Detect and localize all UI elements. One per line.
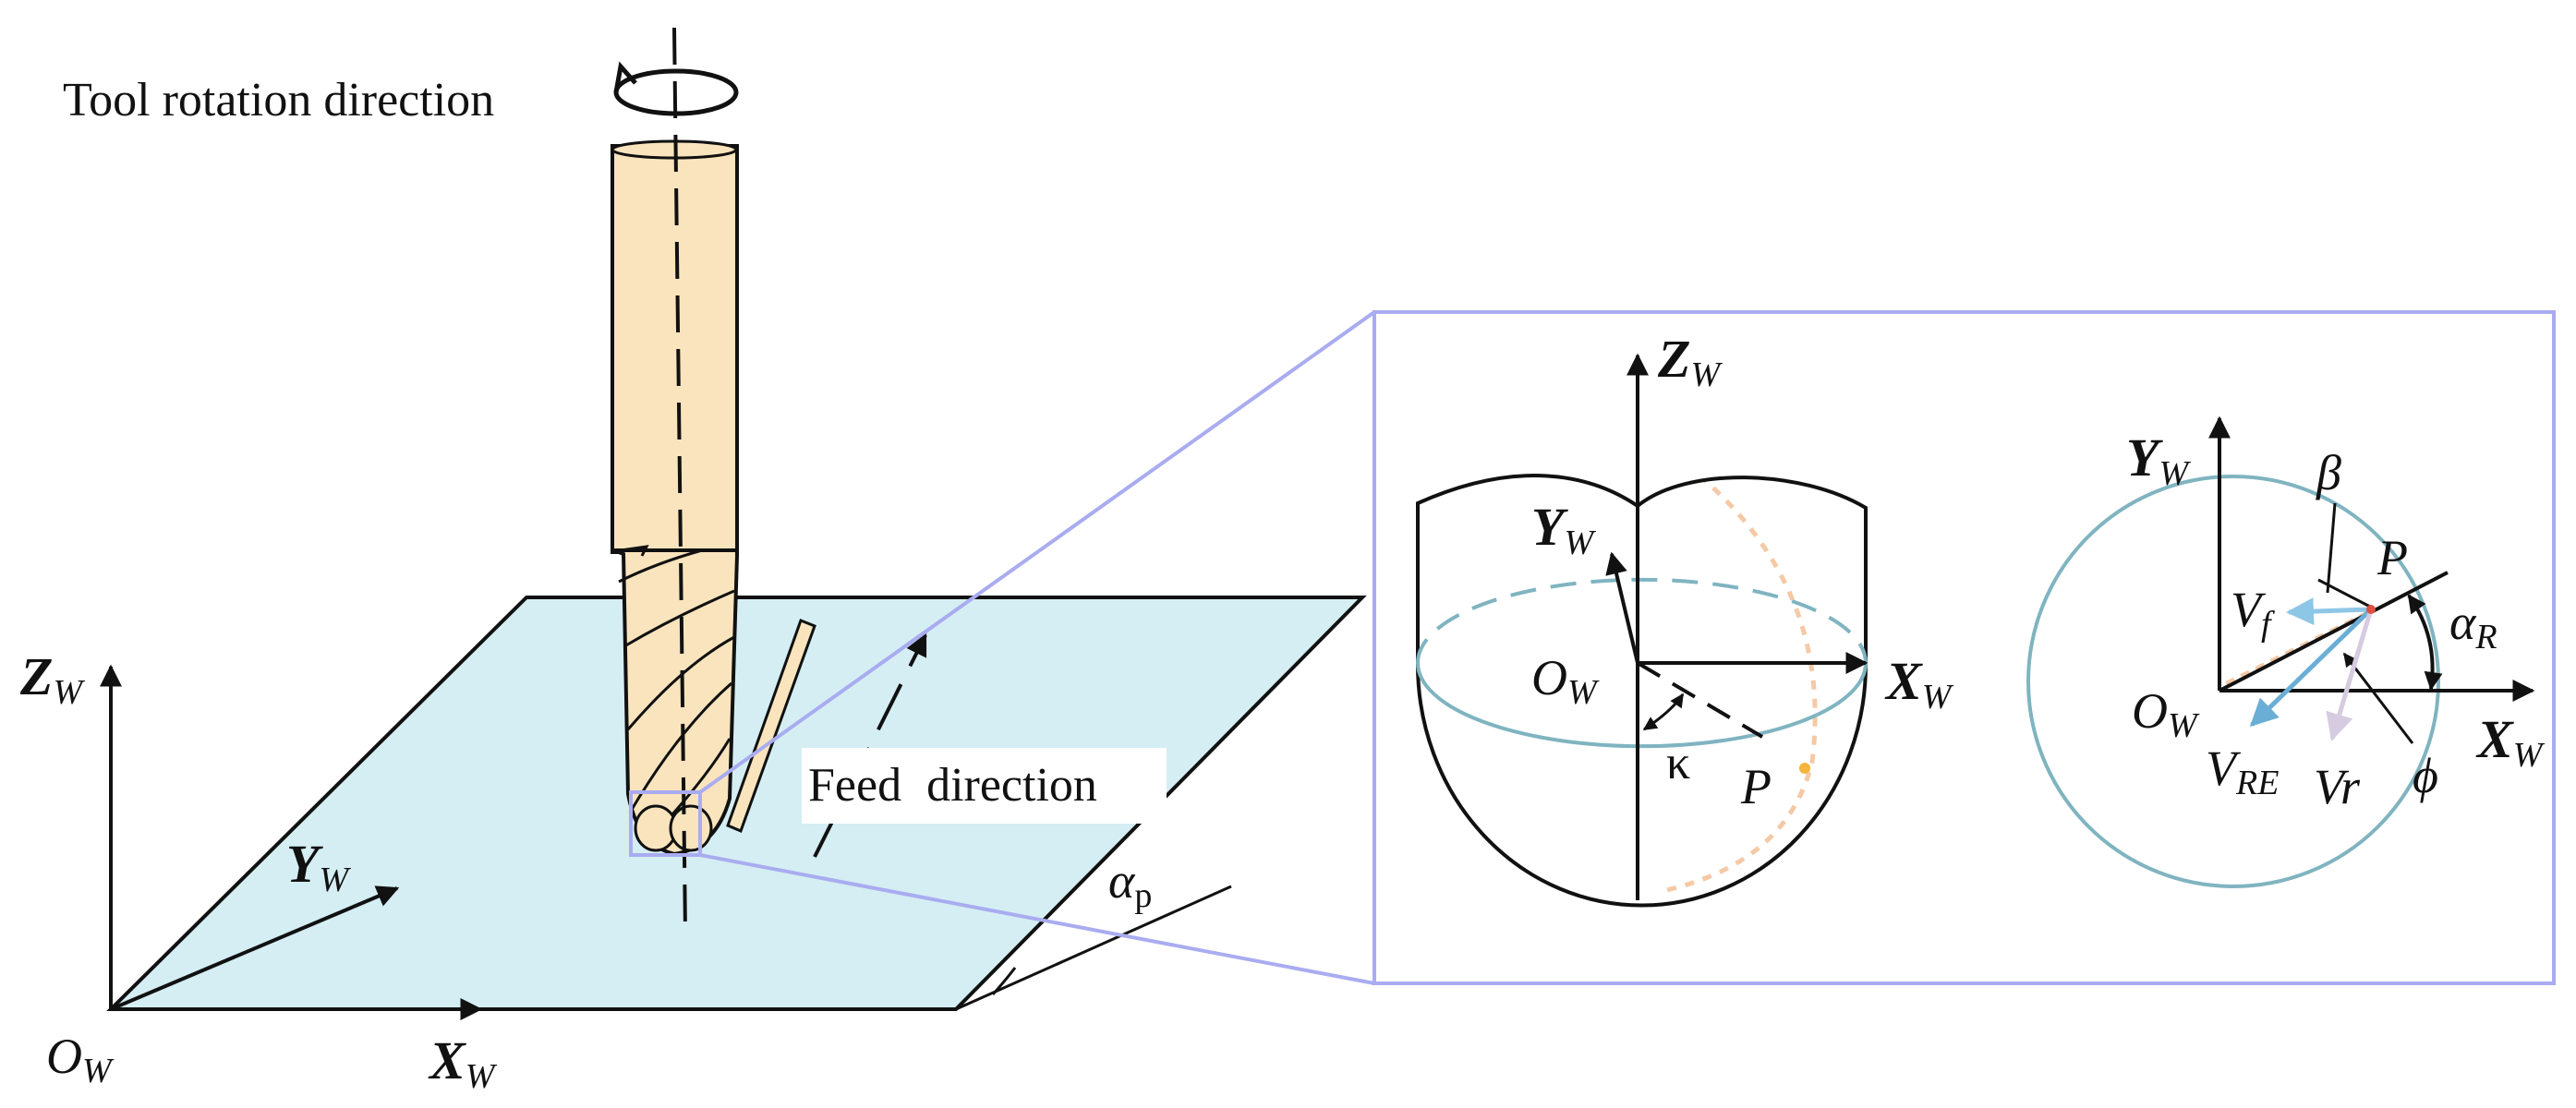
vf-vector [2286, 597, 2372, 626]
vr-vector [2326, 608, 2374, 741]
velocity-view: YW XW OW β P αR Vf VRE Vr ϕ [2026, 416, 2546, 888]
vel-x-label: XW [2475, 709, 2546, 775]
ball-equator-back [1416, 577, 1868, 664]
tool-axis [672, 27, 687, 933]
ball-z-label: ZW [1657, 329, 1723, 394]
beta-label: β [2316, 445, 2341, 500]
z-main-label: ZW [19, 646, 85, 712]
ball-outline [1416, 474, 1868, 908]
y-axis-main [110, 885, 400, 1011]
zoom-line-upper [698, 310, 1376, 794]
x-main-label: XW [428, 1030, 498, 1096]
zoom-line-lower [699, 853, 1375, 985]
vre-label: VRE [2206, 741, 2279, 802]
vr-label: Vr [2314, 759, 2361, 814]
kappa-arc [1642, 692, 1685, 731]
tool-tip-ellipse-2 [669, 804, 713, 852]
ball-projection-line [1636, 661, 1764, 739]
vel-radial-line [2219, 571, 2449, 692]
vel-origin-label: OW [2132, 683, 2200, 745]
vel-y-label: YW [2126, 428, 2191, 493]
zoom-frame [1373, 310, 2556, 985]
alpha-p-label: αp [1108, 853, 1152, 915]
rotation-arrow-head-icon [613, 61, 637, 93]
tool-notch [620, 545, 649, 557]
ball-dashed-path [1662, 476, 1818, 894]
tool-rotation-label: Tool rotation direction [63, 74, 494, 126]
alpha-p-line-upper [955, 885, 1232, 1011]
vf-label: Vf [2231, 582, 2275, 644]
vel-point-marker [2366, 605, 2376, 614]
alpha-p-angle-arc [991, 967, 1017, 995]
tool-flute-helix-1 [618, 548, 703, 584]
alpha-r-arc [2407, 594, 2443, 691]
phi-label: ϕ [2413, 748, 2438, 803]
alpha-r-label: αR [2449, 595, 2497, 656]
ball-view: ZW YW XW OW κ P [1416, 329, 1954, 908]
ball-point-label: P [1740, 759, 1772, 814]
vre-vector [2249, 608, 2373, 728]
zoom-source-box [629, 790, 702, 857]
vel-point-label: P [2376, 530, 2408, 585]
ball-origin-label: OW [1531, 650, 1600, 712]
ball-y-label: YW [1531, 497, 1596, 562]
y-main-label: YW [286, 834, 351, 899]
ball-equator-front [1416, 662, 1868, 749]
feed-direction-label: Feed direction [808, 759, 1097, 812]
ball-y-axis [1605, 551, 1639, 664]
ball-x-label: XW [1884, 651, 1954, 717]
beta-pointer [2326, 502, 2337, 594]
origin-main-label: OW [46, 1029, 115, 1090]
ball-point-marker [1799, 763, 1810, 774]
feed-label-box [802, 748, 1167, 824]
tool-flute-helix-2 [623, 589, 735, 648]
kappa-label: κ [1666, 737, 1690, 789]
